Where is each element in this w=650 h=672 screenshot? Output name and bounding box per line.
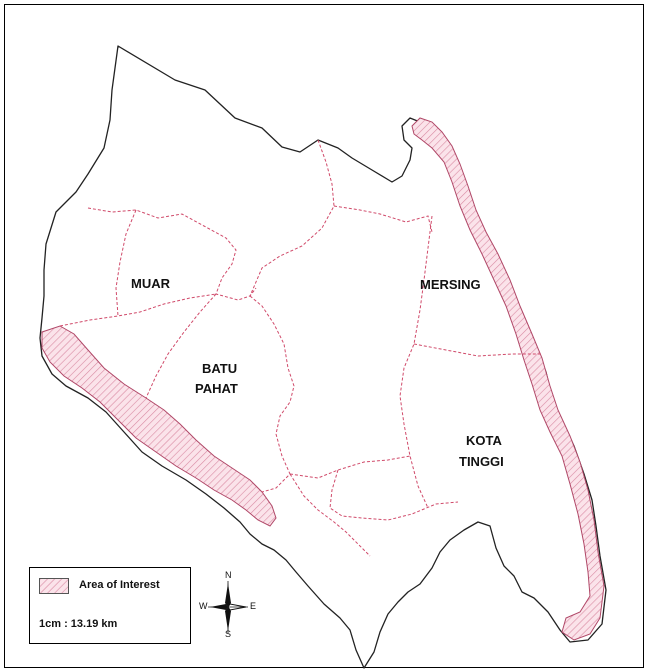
district-label-kota-tinggi-line1: KOTA xyxy=(466,433,502,448)
boundary-muar xyxy=(87,207,257,301)
compass-e: E xyxy=(250,601,257,611)
hatch-pattern-icon xyxy=(40,579,68,593)
boundary-muar-south xyxy=(59,293,217,327)
boundary-central-top xyxy=(333,205,433,233)
district-label-batu-pahat-line1: BATU xyxy=(202,361,237,376)
area-of-interest-swatch xyxy=(39,578,69,594)
boundary-south-3 xyxy=(289,473,371,557)
district-label-muar: MUAR xyxy=(131,276,171,291)
district-label-batu-pahat-line2: PAHAT xyxy=(195,381,238,396)
boundary-muar-west xyxy=(115,209,137,317)
legend-area-of-interest-label: Area of Interest xyxy=(79,579,160,591)
boundary-central-north xyxy=(249,139,335,297)
district-label-mersing: MERSING xyxy=(420,277,481,292)
district-boundaries xyxy=(59,139,542,557)
compass-rose-icon xyxy=(208,581,248,633)
area-of-interest-west xyxy=(41,325,277,527)
boundary-mersing-west xyxy=(399,215,433,509)
boundary-batu-pahat-west xyxy=(145,293,217,399)
area-of-interest-east xyxy=(411,117,605,641)
compass-n: N xyxy=(225,570,232,580)
boundary-south-2 xyxy=(329,469,459,521)
north-arrow: N S E W xyxy=(199,570,257,639)
map-legend: Area of Interest 1cm : 13.19 km xyxy=(29,567,191,644)
compass-w: W xyxy=(199,601,208,611)
district-label-kota-tinggi-line2: TINGGI xyxy=(459,454,504,469)
legend-scale-text: 1cm : 13.19 km xyxy=(39,618,118,630)
compass-s: S xyxy=(225,629,232,639)
boundary-mersing-south xyxy=(413,343,542,357)
